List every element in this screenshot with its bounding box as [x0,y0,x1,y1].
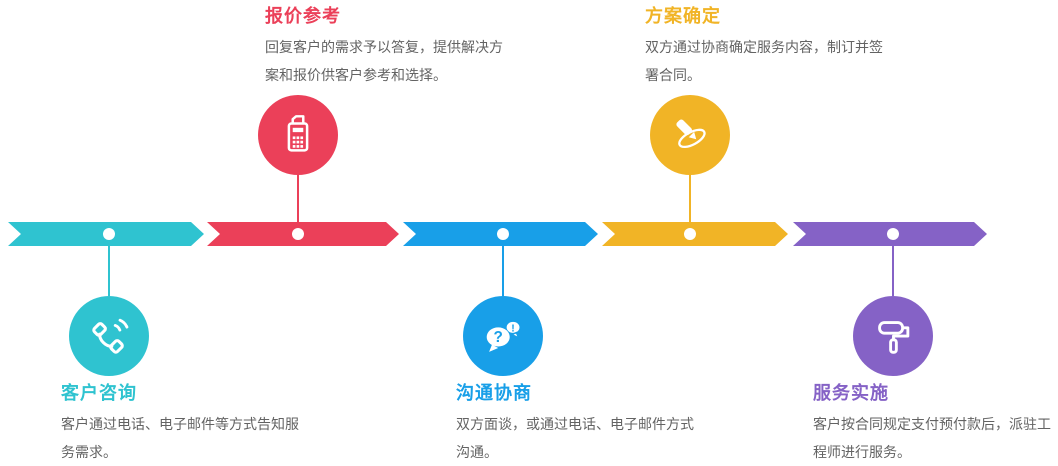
step-description: 回复客户的需求予以答复，提供解决方 案和报价供客户参考和选择。 [265,33,547,89]
connector-line [892,234,894,296]
step-icon-badge: ? ! [463,296,543,376]
step-description-line: 客户通过电话、电子邮件等方式告知服 [61,416,299,432]
phone-handset-icon [92,318,129,354]
step-description-line: 双方通过协商确定服务内容，制订并签 [645,39,883,55]
step-icon-badge [853,296,933,376]
step-description: 双方面谈，或通过电话、电子邮件方式 沟通。 [456,410,738,466]
step-title: 服务实施 [813,383,889,403]
svg-text:?: ? [494,329,503,346]
chat-bubbles-icon: ? ! [486,320,522,352]
svg-text:!: ! [511,323,515,335]
step-description-line: 务需求。 [61,444,117,460]
step-description-line: 程师进行服务。 [813,444,911,460]
connector-line [108,234,110,296]
step-description-line: 沟通。 [456,444,498,460]
step-icon-badge [258,95,338,175]
timeline-dot [497,228,509,240]
step-icon-badge [650,95,730,175]
step-description: 客户按合同规定支付预付款后，派驻工 程师进行服务。 [813,410,1058,466]
connector-line [502,234,504,296]
step-description-line: 双方面谈，或通过电话、电子邮件方式 [456,416,694,432]
step-description-line: 案和报价供客户参考和选择。 [265,67,447,83]
step-description: 客户通过电话、电子邮件等方式告知服 务需求。 [61,410,343,466]
paint-roller-icon [878,321,910,354]
step-description-line: 署合同。 [645,67,701,83]
step-title: 方案确定 [645,6,721,26]
timeline-dot [292,228,304,240]
timeline-dot [887,228,899,240]
step-title: 报价参考 [265,6,341,26]
step-title: 沟通协商 [456,383,532,403]
timeline-dot [684,228,696,240]
connector-line [689,172,691,234]
step-title: 客户咨询 [61,383,137,403]
pen-orbit-icon [676,119,706,149]
pos-terminal-icon [287,115,309,152]
step-description-line: 回复客户的需求予以答复，提供解决方 [265,39,503,55]
step-description-line: 客户按合同规定支付预付款后，派驻工 [813,416,1051,432]
connector-line [297,172,299,234]
step-icon-badge [69,296,149,376]
step-description: 双方通过协商确定服务内容，制订并签 署合同。 [645,33,927,89]
timeline-dot [103,228,115,240]
